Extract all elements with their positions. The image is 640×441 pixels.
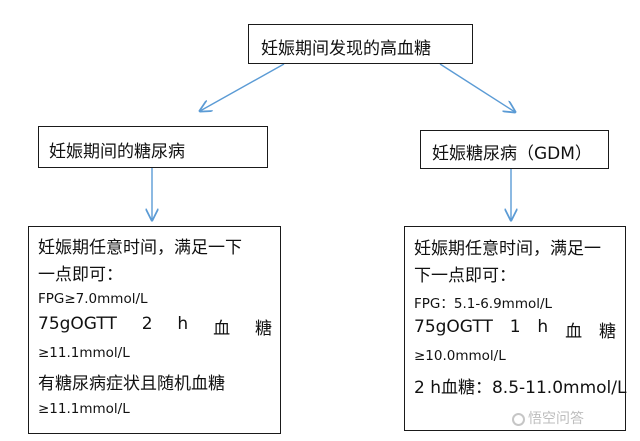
watermark-text: 悟空问答 — [528, 411, 584, 427]
left-criteria-random-value: ≥11.1mmol/L — [38, 401, 130, 417]
wukong-logo-icon — [512, 413, 525, 426]
left-criteria-intro-2: 一点即可： — [38, 265, 123, 285]
left-ogtt-part: 糖 — [254, 319, 272, 339]
left-criteria-random: 有糖尿病症状且随机血糖 — [38, 374, 225, 394]
left-header-label: 妊娠期间的糖尿病 — [49, 142, 185, 162]
right-criteria-fpg: FPG：5.1-6.9mmol/L — [414, 296, 553, 312]
right-ogtt-part: 1 — [509, 317, 521, 337]
left-ogtt-part: 2 — [141, 314, 153, 334]
watermark: 悟空问答 — [512, 408, 584, 428]
right-criteria-intro-2: 下一点即可： — [414, 266, 516, 286]
right-header-label: 妊娠糖尿病（GDM） — [432, 144, 592, 164]
right-ogtt-part: h — [537, 317, 549, 337]
left-criteria-node: 妊娠期任意时间，满足一下 一点即可： FPG≥7.0mmol/L 75gOGTT… — [28, 226, 281, 434]
right-criteria-2h: 2 h血糖：8.5-11.0mmol/L — [414, 378, 627, 398]
right-header-node: 妊娠糖尿病（GDM） — [420, 130, 609, 169]
right-ogtt-part: 75gOGTT — [414, 317, 493, 337]
left-criteria-intro-1: 妊娠期任意时间，满足一下 — [38, 238, 242, 258]
left-ogtt-part: 血 — [213, 319, 231, 339]
root-label: 妊娠期间发现的高血糖 — [261, 39, 431, 59]
arrow-root-to-left — [200, 63, 285, 111]
left-criteria-ogtt-value: ≥11.1mmol/L — [38, 345, 130, 361]
left-criteria-fpg: FPG≥7.0mmol/L — [38, 291, 148, 307]
left-ogtt-part: h — [177, 314, 189, 334]
left-header-node: 妊娠期间的糖尿病 — [38, 126, 268, 168]
right-ogtt-part: 糖 — [598, 322, 616, 342]
right-criteria-ogtt-value: ≥10.0mmol/L — [414, 348, 506, 364]
left-criteria-ogtt: 75gOGTT 2 h 血 糖 — [38, 314, 272, 339]
left-ogtt-part: 75gOGTT — [38, 314, 117, 334]
arrow-root-to-right — [439, 63, 515, 112]
right-criteria-intro-1: 妊娠期任意时间，满足一 — [414, 239, 601, 259]
root-node: 妊娠期间发现的高血糖 — [248, 24, 473, 64]
right-ogtt-part: 血 — [565, 322, 583, 342]
right-criteria-node: 妊娠期任意时间，满足一 下一点即可： FPG：5.1-6.9mmol/L 75g… — [404, 226, 626, 431]
right-criteria-ogtt: 75gOGTT 1 h 血 糖 — [414, 317, 616, 342]
